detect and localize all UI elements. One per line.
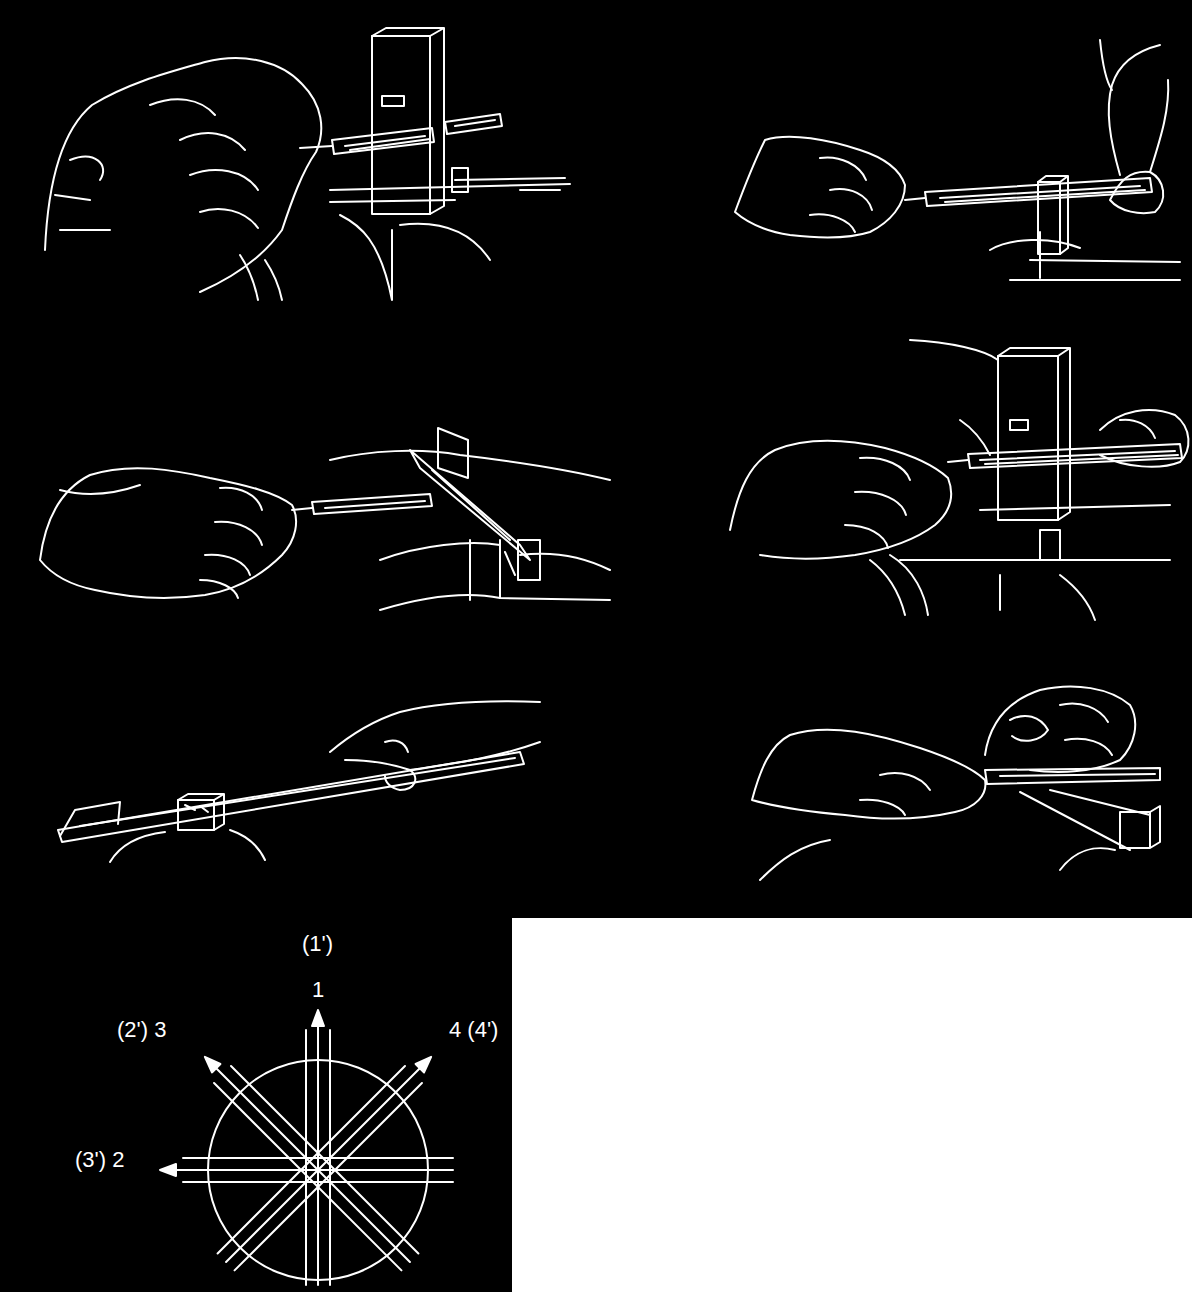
filing-panel xyxy=(752,686,1160,880)
direction-label: (3') 2 xyxy=(75,1148,124,1172)
direction-label: 1 xyxy=(312,978,324,1002)
filing-panel xyxy=(58,701,540,862)
filing-panel xyxy=(730,340,1188,620)
black-ground xyxy=(0,918,512,1292)
direction-label: (2') 3 xyxy=(117,1018,166,1042)
direction-diagram xyxy=(160,1010,453,1285)
black-ground xyxy=(0,0,1192,918)
direction-label: (1') xyxy=(302,932,333,956)
direction-label: 4 (4') xyxy=(449,1018,498,1042)
filing-panel xyxy=(735,40,1180,280)
filing-panel xyxy=(45,28,570,300)
filing-panel xyxy=(40,428,610,610)
